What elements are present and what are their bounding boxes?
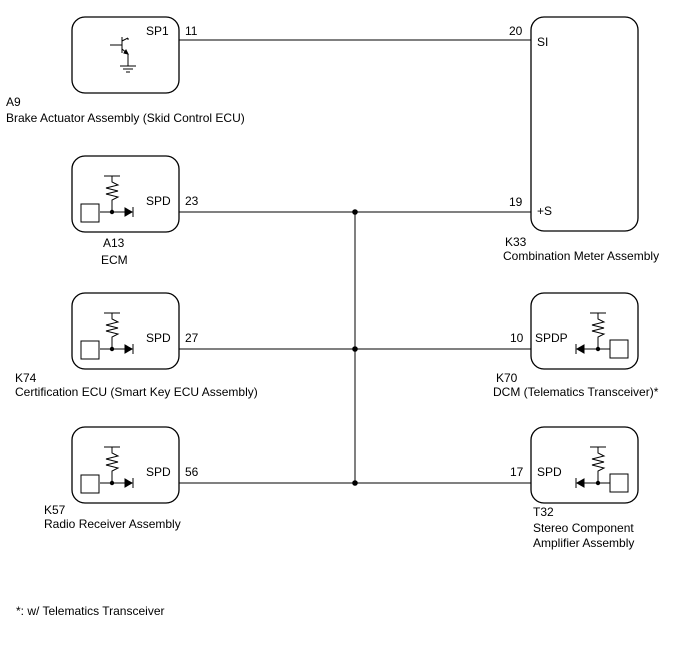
k33-s-pin-number: 19 <box>509 195 523 209</box>
a9-terminal-label: SP1 <box>146 24 169 38</box>
k33-si-label: SI <box>537 35 548 49</box>
splice-dot-middle <box>352 346 358 352</box>
splice-dot-top <box>352 209 358 215</box>
k33-s-label: +S <box>537 204 552 218</box>
resistor-icon <box>584 446 610 486</box>
t32-code: T32 <box>533 505 554 519</box>
k70-name: DCM (Telematics Transceiver)* <box>493 385 659 399</box>
k74-pin-number: 27 <box>185 331 199 345</box>
resistor-icon <box>100 446 125 486</box>
diode-icon <box>124 207 134 217</box>
k57-code: K57 <box>44 503 66 517</box>
k74-code: K74 <box>15 371 37 385</box>
a13-code: A13 <box>103 236 125 250</box>
resistor-icon <box>584 312 610 352</box>
t32-name-line2: Amplifier Assembly <box>533 536 634 550</box>
a9-code: A9 <box>6 95 21 109</box>
footnote: *: w/ Telematics Transceiver <box>16 604 165 618</box>
t32-terminal-label: SPD <box>537 465 562 479</box>
a9-pin-number: 11 <box>185 24 198 38</box>
k57-name: Radio Receiver Assembly <box>44 517 181 531</box>
component-k74: SPD 27 K74 Certification ECU (Smart Key … <box>15 292 258 399</box>
component-k57: SPD 56 K57 Radio Receiver Assembly <box>44 426 199 531</box>
component-a9: SP1 11 A9 Brake Actuator Assembly (Skid … <box>6 16 245 125</box>
k33-name: Combination Meter Assembly <box>503 249 659 263</box>
a9-name: Brake Actuator Assembly (Skid Control EC… <box>6 111 245 125</box>
t32-name-line1: Stereo Component <box>533 521 634 535</box>
a13-pin-number: 23 <box>185 194 199 208</box>
k33-si-pin-number: 20 <box>509 24 523 38</box>
component-a13: SPD 23 A13 ECM <box>71 155 199 267</box>
signal-square-icon <box>609 473 629 493</box>
diode-icon <box>124 478 134 488</box>
diode-icon <box>575 478 585 488</box>
t32-pin-number: 17 <box>510 465 524 479</box>
signal-square-icon <box>80 340 100 360</box>
k57-terminal-label: SPD <box>146 465 171 479</box>
diode-icon <box>124 344 134 354</box>
resistor-icon <box>100 175 125 215</box>
transistor-icon <box>110 37 129 66</box>
component-t32: 17 SPD T32 Stereo Component Amplifier As… <box>510 426 639 550</box>
signal-square-icon <box>80 474 100 494</box>
ground-icon <box>120 65 136 73</box>
k57-pin-number: 56 <box>185 465 199 479</box>
splice-dot-bottom <box>352 480 358 486</box>
k33-box <box>530 16 639 232</box>
k33-code: K33 <box>505 235 527 249</box>
a13-terminal-label: SPD <box>146 194 171 208</box>
wires <box>128 39 531 486</box>
a9-box <box>71 16 180 94</box>
k74-name: Certification ECU (Smart Key ECU Assembl… <box>15 385 258 399</box>
a13-name: ECM <box>101 253 128 267</box>
component-k70: 10 SPDP K70 DCM (Telematics Transceiver)… <box>493 292 659 399</box>
diode-icon <box>575 344 585 354</box>
resistor-icon <box>100 312 125 352</box>
k74-terminal-label: SPD <box>146 331 171 345</box>
k70-code: K70 <box>496 371 518 385</box>
component-k33: 20 SI 19 +S K33 Combination Meter Assemb… <box>503 16 659 263</box>
signal-square-icon <box>80 203 100 223</box>
signal-square-icon <box>609 339 629 359</box>
k70-terminal-label: SPDP <box>535 331 568 345</box>
k70-pin-number: 10 <box>510 331 524 345</box>
